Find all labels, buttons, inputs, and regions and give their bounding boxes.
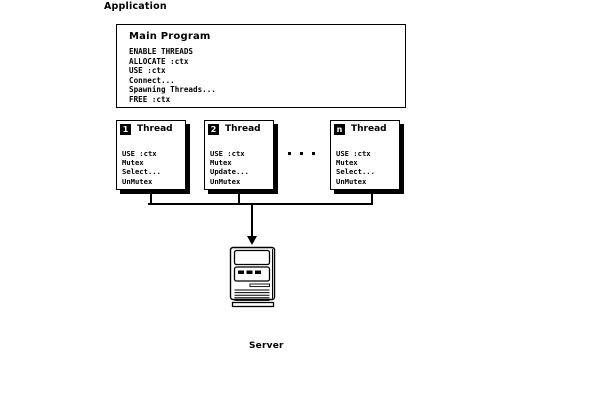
thread-box-1: 1 Thread USE :ctx Mutex Select... UnMute…	[116, 120, 186, 190]
ellipsis-dot	[300, 152, 303, 155]
main-program-box	[116, 24, 406, 108]
thread-code-n: USE :ctx Mutex Select... UnMutex	[336, 149, 375, 186]
thread-box-n: n Thread USE :ctx Mutex Select... UnMute…	[330, 120, 400, 190]
ellipsis-dot	[312, 152, 315, 155]
thread-connector-2	[238, 192, 240, 204]
thread-badge-n: n	[334, 124, 345, 135]
server-label: Server	[249, 341, 284, 351]
server-arrow-stem	[251, 203, 253, 239]
thread-title-n: Thread	[351, 124, 387, 134]
thread-badge-2: 2	[208, 124, 219, 135]
ellipsis-dot	[288, 152, 291, 155]
application-caption: Application	[104, 1, 167, 12]
server-tower-icon	[228, 246, 280, 308]
connection-bus	[148, 203, 373, 205]
thread-code-2: USE :ctx Mutex Update... UnMutex	[210, 149, 249, 186]
thread-title-1: Thread	[137, 124, 173, 134]
thread-connector-n	[371, 192, 373, 204]
thread-badge-1: 1	[120, 124, 131, 135]
thread-box-2: 2 Thread USE :ctx Mutex Update... UnMute…	[204, 120, 274, 190]
main-program-code: ENABLE THREADS ALLOCATE :ctx USE :ctx Co…	[129, 47, 216, 104]
thread-code-1: USE :ctx Mutex Select... UnMutex	[122, 149, 161, 186]
main-program-title: Main Program	[129, 31, 211, 42]
server-tower-svg	[229, 246, 276, 308]
thread-connector-1	[150, 192, 152, 204]
thread-title-2: Thread	[225, 124, 261, 134]
server-arrow-head	[247, 236, 257, 245]
